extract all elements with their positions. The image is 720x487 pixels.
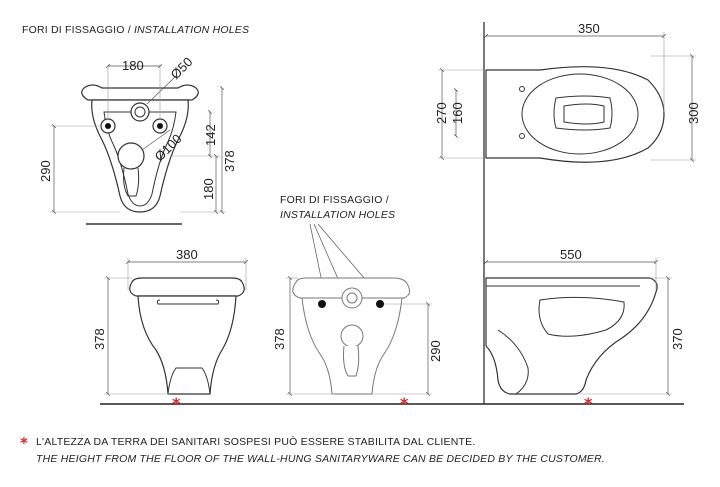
dim-small-diameter: Ø50 <box>168 54 196 82</box>
dim-top-width: 350 <box>578 21 600 36</box>
plan-view <box>485 66 665 163</box>
drain-hole <box>117 142 145 170</box>
back-view-ghost <box>292 277 410 395</box>
floor-marker-3: * <box>584 394 593 413</box>
dim-side-length: 550 <box>560 247 582 262</box>
dim-side-height: 370 <box>670 328 685 350</box>
side-view-dimensions: 550 370 <box>484 247 685 396</box>
note-asterisk: * <box>20 434 28 452</box>
dim-front-height: 378 <box>92 328 107 350</box>
dim-mid-290: 290 <box>428 340 443 362</box>
dim-front-width: 380 <box>176 247 198 262</box>
plan-view-dimensions: 350 270 160 300 <box>434 21 701 162</box>
dim-top-270: 270 <box>434 102 449 124</box>
front-view <box>129 277 245 395</box>
dim-back-142: 142 <box>203 124 218 146</box>
dim-hole-spacing: 180 <box>122 58 144 73</box>
ghost-hole-left <box>318 300 326 308</box>
side-view <box>485 277 658 395</box>
mid-holes-title-en: INSTALLATION HOLES <box>280 209 395 221</box>
note-italian: L'ALTEZZA DA TERRA DEI SANITARI SOSPESI … <box>36 436 476 448</box>
dim-top-300: 300 <box>686 102 701 124</box>
top-holes-title: FORI DI FISSAGGIO / INSTALLATION HOLES <box>22 24 249 36</box>
dim-back-180: 180 <box>201 178 216 200</box>
dim-back-290: 290 <box>38 160 53 182</box>
dim-mid-378: 378 <box>272 328 287 350</box>
dim-back-378: 378 <box>222 150 237 172</box>
mid-holes-title-it: FORI DI FISSAGGIO / <box>280 194 389 206</box>
small-hole <box>130 102 150 122</box>
floor-marker-1: * <box>172 394 181 413</box>
dim-top-160: 160 <box>450 102 465 124</box>
back-view-holes <box>81 84 199 225</box>
mid-view-dimensions: 378 290 <box>272 276 443 396</box>
note-english: THE HEIGHT FROM THE FLOOR OF THE WALL-HU… <box>36 453 605 465</box>
floor-marker-2: * <box>400 394 409 413</box>
front-view-dimensions: 380 378 <box>92 247 248 396</box>
ghost-hole-right <box>376 300 384 308</box>
